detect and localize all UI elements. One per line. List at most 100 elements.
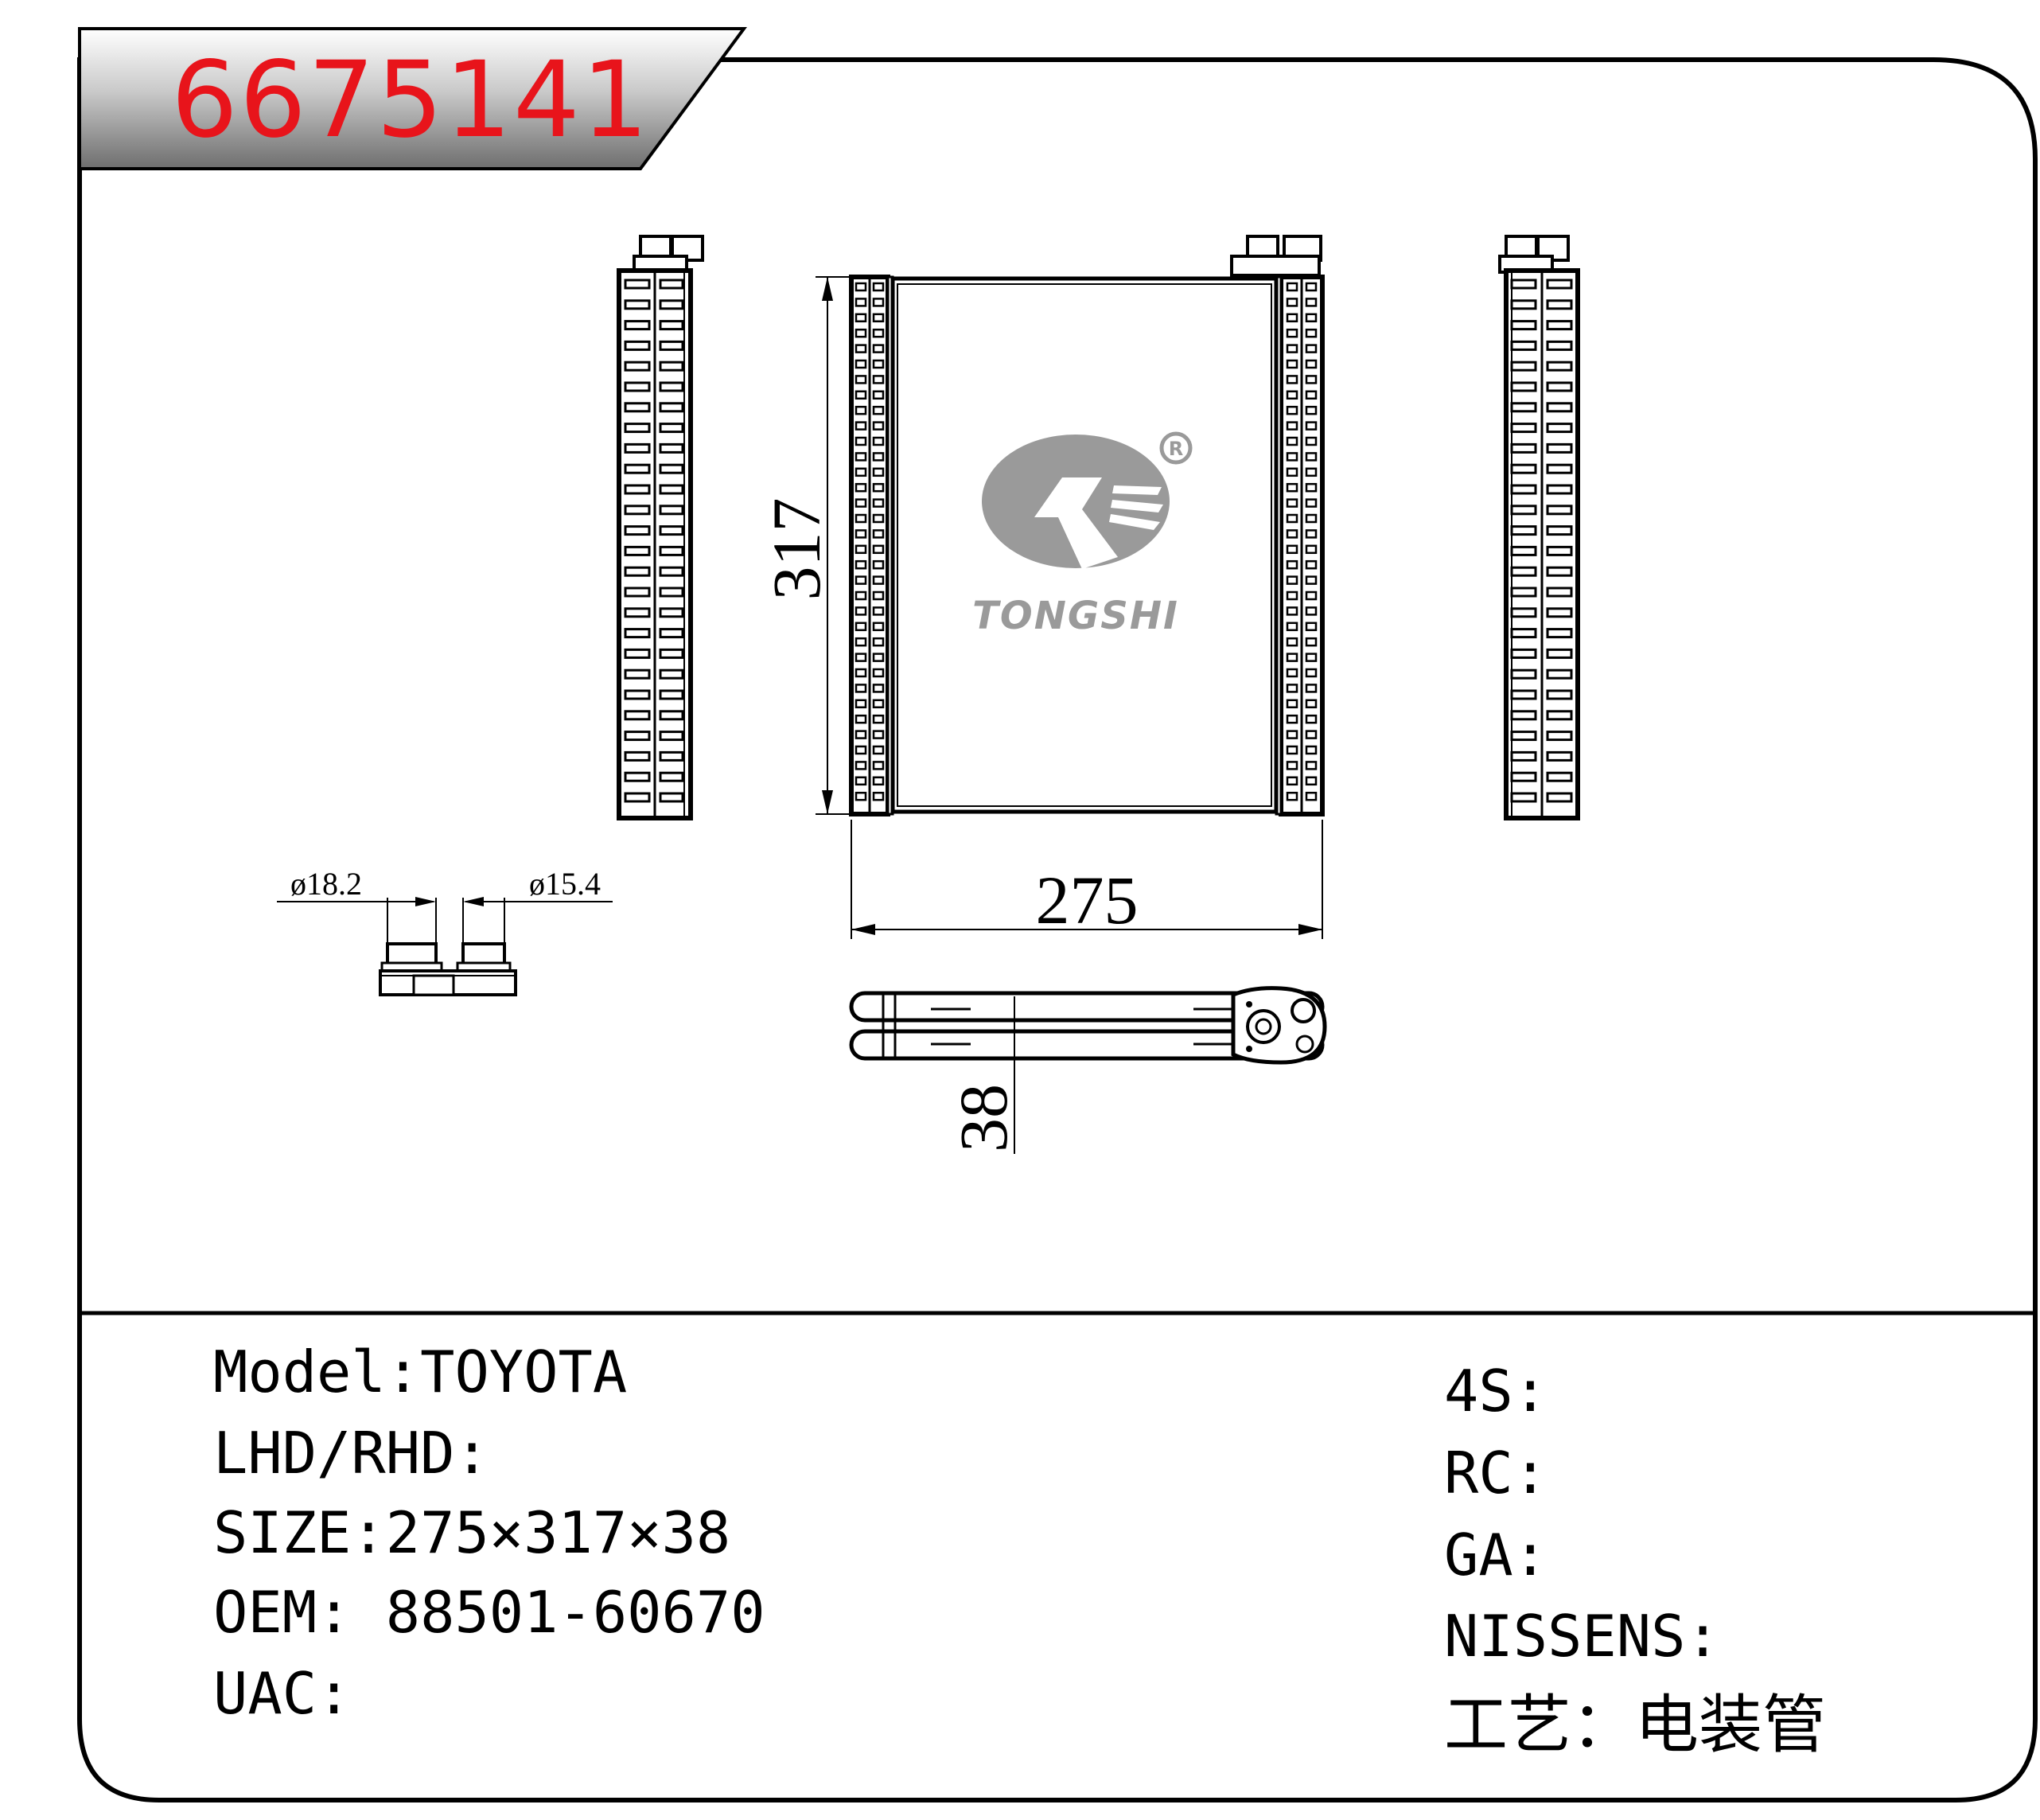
fin-slot [855, 730, 867, 739]
fin-slot [1510, 442, 1537, 454]
fin-slot [872, 529, 885, 539]
fin-slot [1286, 714, 1298, 724]
fin-slot [872, 606, 885, 616]
fin-slot [1305, 282, 1318, 292]
fin-slot [1305, 730, 1318, 739]
fin-slot [659, 525, 684, 536]
fin-slot [1546, 299, 1573, 310]
fin-slot [659, 587, 684, 598]
fin-slot [1510, 484, 1537, 495]
fin-slot [1510, 525, 1537, 536]
spec-oem-value: 88501-60670 [385, 1579, 765, 1646]
side-view-right [1498, 235, 1580, 820]
fin-slot [624, 587, 651, 598]
fin-slot [1286, 606, 1298, 616]
fin-slot [1286, 544, 1298, 555]
fin-slot [1510, 505, 1537, 516]
fin-slot [872, 684, 885, 693]
fin-slot [1286, 637, 1298, 647]
fin-slot [624, 731, 651, 742]
fin-slot [1305, 529, 1318, 539]
fin-slot [659, 545, 684, 556]
fin-slot [1305, 344, 1318, 353]
fin-slot [624, 402, 651, 413]
fin-slot [659, 402, 684, 413]
fin-slot [659, 442, 684, 454]
outer-frame [77, 57, 2038, 1802]
fin-slot [624, 792, 651, 803]
fin-slot [855, 776, 867, 786]
fin-slot [872, 730, 885, 739]
fin-slot [1510, 402, 1537, 413]
fin-slot [1305, 390, 1318, 400]
fin-slot [624, 484, 651, 495]
fin-slot [855, 313, 867, 323]
fin-slot [872, 637, 885, 647]
fin-slot [872, 375, 885, 384]
fin-slot [872, 344, 885, 353]
fin-slot [1510, 668, 1537, 680]
fin-slot [659, 423, 684, 434]
fin-slot [1510, 689, 1537, 700]
fin-slot [1305, 328, 1318, 338]
fin-slot [624, 381, 651, 392]
fin-slot [659, 279, 684, 290]
fin-slot [872, 359, 885, 369]
fin-slot [659, 628, 684, 639]
fin-slot [1546, 463, 1573, 474]
fin-slot [624, 320, 651, 331]
fin-slot [855, 699, 867, 709]
fin-slot [1305, 375, 1318, 384]
fin-slot [1305, 544, 1318, 555]
fin-slot [1286, 405, 1298, 415]
fin-slot [624, 545, 651, 556]
fin-slot [855, 344, 867, 353]
fin-slot [659, 750, 684, 762]
fin-slot [624, 340, 651, 351]
fin-slot [872, 653, 885, 662]
fin-slot [855, 559, 867, 570]
fin-slot [1286, 282, 1298, 292]
fin-slot [1286, 482, 1298, 493]
spec-process: 工艺：电装管 [1444, 1688, 1826, 1762]
fin-slot [624, 710, 651, 721]
fin-slot [1286, 559, 1298, 570]
fin-slot [1546, 484, 1573, 495]
fin-slot [1286, 745, 1298, 755]
fin-slot [855, 436, 867, 446]
fin-slot [855, 298, 867, 307]
fin-slot [1286, 498, 1298, 508]
fin-slot [1510, 750, 1537, 762]
spec-process-value: 电装管 [1635, 1688, 1826, 1762]
fin-slot [1286, 421, 1298, 431]
fin-slot [1305, 606, 1318, 616]
fin-slot [1305, 575, 1318, 585]
fin-slot [624, 648, 651, 659]
fin-slot [855, 714, 867, 724]
fin-slot [1286, 590, 1298, 601]
fin-slot [659, 566, 684, 577]
logo-text: TONGSHI [972, 594, 1179, 638]
spec-uac-label: UAC [213, 1660, 317, 1727]
fin-slot [1546, 381, 1573, 392]
fin-slot [1510, 771, 1537, 782]
fin-slot [1510, 299, 1537, 310]
dim-width: 275 [851, 820, 1323, 939]
fin-slot [1305, 313, 1318, 323]
fin-slot [1546, 771, 1573, 782]
fin-slot [1546, 731, 1573, 742]
fin-slot [855, 622, 867, 632]
tongshi-logo: R TONGSHI [972, 431, 1193, 638]
dim-width-label: 275 [1036, 862, 1139, 938]
fin-slot [624, 607, 651, 618]
fin-slot [1510, 648, 1537, 659]
fin-slot [1510, 628, 1537, 639]
spec-size-value: 275×317×38 [385, 1499, 731, 1566]
fin-slot [1510, 360, 1537, 372]
fin-slot [1546, 525, 1573, 536]
fin-slot [1286, 761, 1298, 770]
fin-slot [1305, 653, 1318, 662]
fin-slot [1305, 513, 1318, 524]
fin-slot [1286, 684, 1298, 693]
fin-slot [872, 791, 885, 801]
